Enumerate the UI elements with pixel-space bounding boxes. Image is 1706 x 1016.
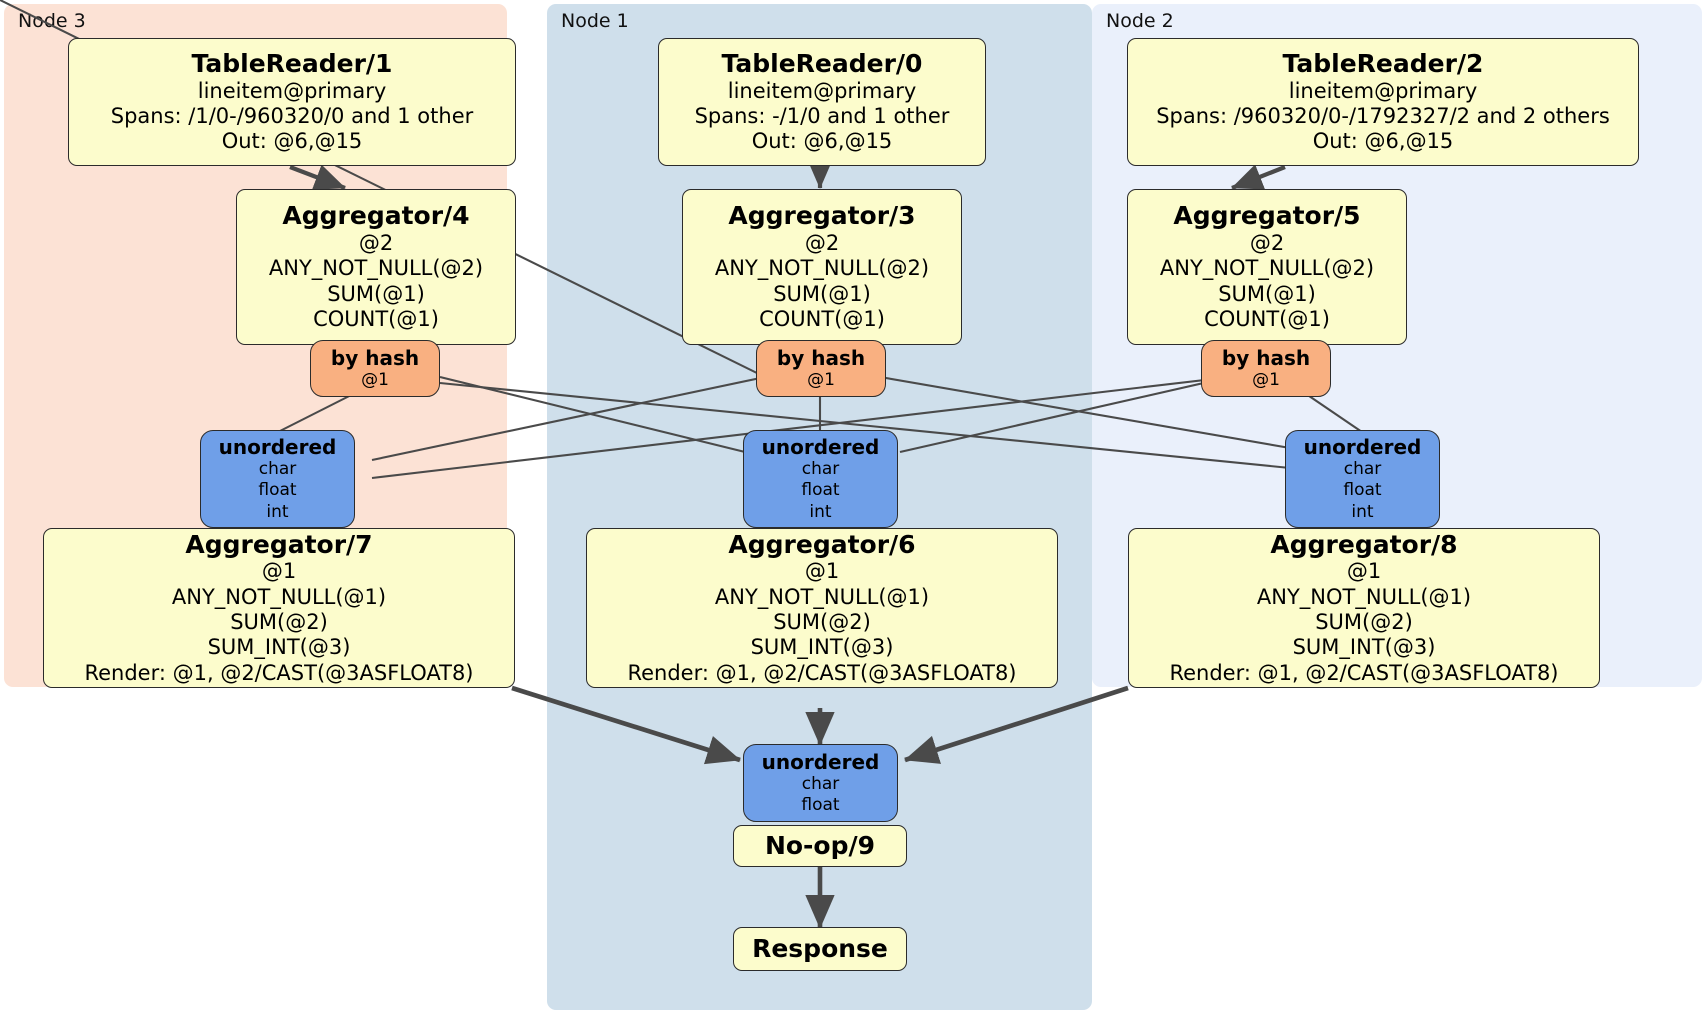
processor-detail: SUM_INT(@3) [1292,635,1436,660]
processor-detail: Out: @6,@15 [221,129,363,154]
processor-title: Aggregator/4 [282,201,470,231]
processor-title: Aggregator/5 [1173,201,1361,231]
router-by-hash-node2[interactable]: by hash @1 [1201,340,1331,397]
router-by-hash-node1[interactable]: by hash @1 [756,340,886,397]
processor-detail: @1 [261,559,297,584]
processor-title: Aggregator/3 [728,201,916,231]
processor-aggregator-8[interactable]: Aggregator/8 @1 ANY_NOT_NULL(@1) SUM(@2)… [1128,528,1600,688]
processor-detail: SUM(@2) [1315,610,1413,635]
processor-detail: @2 [358,230,394,255]
processor-table-reader-2[interactable]: TableReader/2 lineitem@primary Spans: /9… [1127,38,1639,166]
processor-detail: SUM(@1) [327,281,425,306]
processor-detail: ANY_NOT_NULL(@2) [1159,256,1375,281]
processor-detail: SUM_INT(@3) [207,635,351,660]
router-detail: float [801,480,840,501]
node-region-label-node1: Node 1 [561,10,629,32]
processor-title: Response [752,934,888,964]
router-detail: @1 [1252,369,1280,390]
processor-detail: ANY_NOT_NULL(@1) [714,584,930,609]
processor-detail: @2 [804,230,840,255]
router-detail: int [266,501,289,522]
processor-aggregator-5[interactable]: Aggregator/5 @2 ANY_NOT_NULL(@2) SUM(@1)… [1127,189,1407,345]
processor-detail: @1 [804,559,840,584]
processor-detail: SUM(@1) [773,281,871,306]
processor-detail: lineitem@primary [197,78,387,103]
processor-title: TableReader/2 [1282,49,1484,79]
processor-aggregator-3[interactable]: Aggregator/3 @2 ANY_NOT_NULL(@2) SUM(@1)… [682,189,962,345]
processor-detail: SUM(@1) [1218,281,1316,306]
router-detail: char [258,459,297,480]
processor-title: Aggregator/6 [728,529,916,559]
router-title: by hash [1221,345,1311,370]
processor-response[interactable]: Response [733,927,907,971]
processor-detail: ANY_NOT_NULL(@1) [171,584,387,609]
node-region-label-node3: Node 3 [18,10,86,32]
router-detail: char [1343,459,1382,480]
processor-render: Render: @1, @2/CAST(@3ASFLOAT8) [84,660,474,685]
router-unordered-final[interactable]: unordered char float [743,744,898,822]
processor-detail: COUNT(@1) [313,307,439,332]
router-detail: @1 [361,369,389,390]
router-detail: char [801,459,840,480]
processor-render: Render: @1, @2/CAST(@3ASFLOAT8) [1169,660,1559,685]
processor-title: TableReader/0 [721,49,923,79]
router-title: unordered [1303,435,1422,460]
processor-render: Render: @1, @2/CAST(@3ASFLOAT8) [627,660,1017,685]
processor-detail: @2 [1249,230,1285,255]
router-title: by hash [776,345,866,370]
processor-title: No-op/9 [764,831,876,861]
router-detail: int [809,501,832,522]
router-by-hash-node3[interactable]: by hash @1 [310,340,440,397]
processor-table-reader-0[interactable]: TableReader/0 lineitem@primary Spans: -/… [658,38,986,166]
processor-noop-9[interactable]: No-op/9 [733,825,907,867]
processor-aggregator-7[interactable]: Aggregator/7 @1 ANY_NOT_NULL(@1) SUM(@2)… [43,528,515,688]
processor-detail: Spans: /1/0-/960320/0 and 1 other [110,104,474,129]
processor-detail: COUNT(@1) [759,307,885,332]
router-title: unordered [761,435,880,460]
router-detail: int [1351,501,1374,522]
router-title: by hash [330,345,420,370]
processor-detail: ANY_NOT_NULL(@2) [268,256,484,281]
router-unordered-node2[interactable]: unordered char float int [1285,430,1440,528]
processor-detail: ANY_NOT_NULL(@2) [714,256,930,281]
processor-title: Aggregator/7 [185,529,373,559]
router-unordered-node3[interactable]: unordered char float int [200,430,355,528]
router-title: unordered [761,749,880,774]
router-title: unordered [218,435,337,460]
processor-aggregator-4[interactable]: Aggregator/4 @2 ANY_NOT_NULL(@2) SUM(@1)… [236,189,516,345]
router-detail: float [258,480,297,501]
processor-detail: Out: @6,@15 [1312,129,1454,154]
router-detail: @1 [807,369,835,390]
processor-detail: Out: @6,@15 [751,129,893,154]
processor-detail: lineitem@primary [727,78,917,103]
processor-table-reader-1[interactable]: TableReader/1 lineitem@primary Spans: /1… [68,38,516,166]
processor-title: Aggregator/8 [1270,529,1458,559]
processor-detail: SUM(@2) [773,610,871,635]
processor-aggregator-6[interactable]: Aggregator/6 @1 ANY_NOT_NULL(@1) SUM(@2)… [586,528,1058,688]
processor-detail: SUM_INT(@3) [750,635,894,660]
router-detail: float [1343,480,1382,501]
processor-detail: Spans: /960320/0-/1792327/2 and 2 others [1156,104,1610,129]
processor-detail: Spans: -/1/0 and 1 other [694,104,950,129]
router-detail: float [801,795,840,815]
processor-detail: SUM(@2) [230,610,328,635]
router-unordered-node1[interactable]: unordered char float int [743,430,898,528]
node-region-label-node2: Node 2 [1106,10,1174,32]
processor-detail: @1 [1346,559,1382,584]
router-detail: char [801,773,840,794]
processor-detail: lineitem@primary [1288,78,1478,103]
processor-detail: ANY_NOT_NULL(@1) [1256,584,1472,609]
processor-detail: COUNT(@1) [1204,307,1330,332]
processor-title: TableReader/1 [191,49,393,79]
